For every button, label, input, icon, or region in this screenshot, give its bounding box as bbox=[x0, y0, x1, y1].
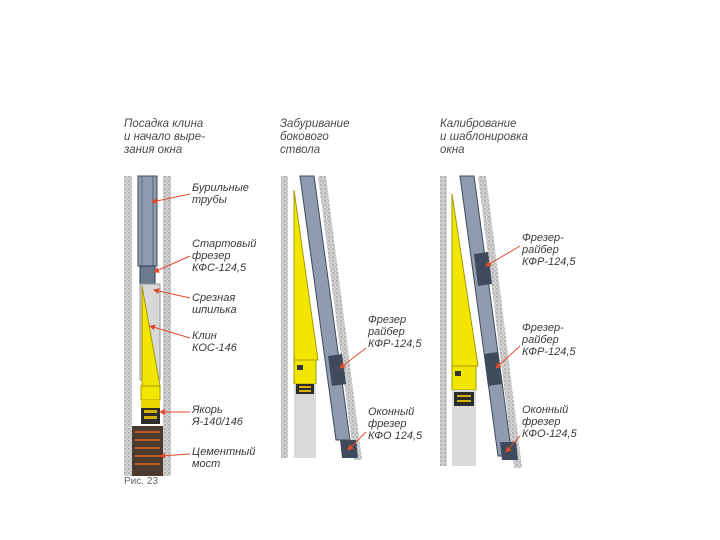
cement-bridge bbox=[132, 426, 163, 476]
label-reamer-mill: Фрезер райбер КФР-124,5 bbox=[368, 314, 422, 350]
panel-1-well bbox=[124, 176, 171, 476]
starter-mill bbox=[140, 266, 155, 284]
label-reamer-mill-lower: Фрезер- райбер КФР-124,5 bbox=[522, 322, 576, 358]
panel-2-well bbox=[281, 176, 364, 460]
figure-caption: Рис. 23 bbox=[124, 476, 158, 487]
label-wedge: Клин КОС-146 bbox=[192, 330, 237, 354]
label-window-mill: Оконный фрезер КФО 124,5 bbox=[368, 406, 422, 442]
label-starter-mill: Стартовый фрезер КФС-124,5 bbox=[192, 238, 256, 274]
casing-wall-left bbox=[124, 176, 132, 476]
label-shear-pin: Срезная шпилька bbox=[192, 292, 237, 316]
reamer-mill-lower bbox=[484, 352, 502, 386]
label-reamer-mill-upper: Фрезер- райбер КФР-124,5 bbox=[522, 232, 576, 268]
casing-wall-right bbox=[163, 176, 171, 476]
drill-pipe bbox=[138, 176, 157, 266]
panel-3-title: Калибрование и шаблонировка окна bbox=[440, 118, 528, 157]
label-window-mill: Оконный фрезер КФО-124,5 bbox=[522, 404, 577, 440]
panel-1-title: Посадка клина и начало выре- зания окна bbox=[124, 118, 205, 157]
panel-2-title: Забуривание бокового ствола bbox=[280, 118, 349, 157]
label-cement-bridge: Цементный мост bbox=[192, 446, 255, 470]
panel-3-well bbox=[440, 176, 522, 468]
window-mill bbox=[500, 442, 518, 460]
label-drill-pipe: Бурильные трубы bbox=[192, 182, 249, 206]
label-anchor: Якорь Я-140/146 bbox=[192, 404, 243, 428]
